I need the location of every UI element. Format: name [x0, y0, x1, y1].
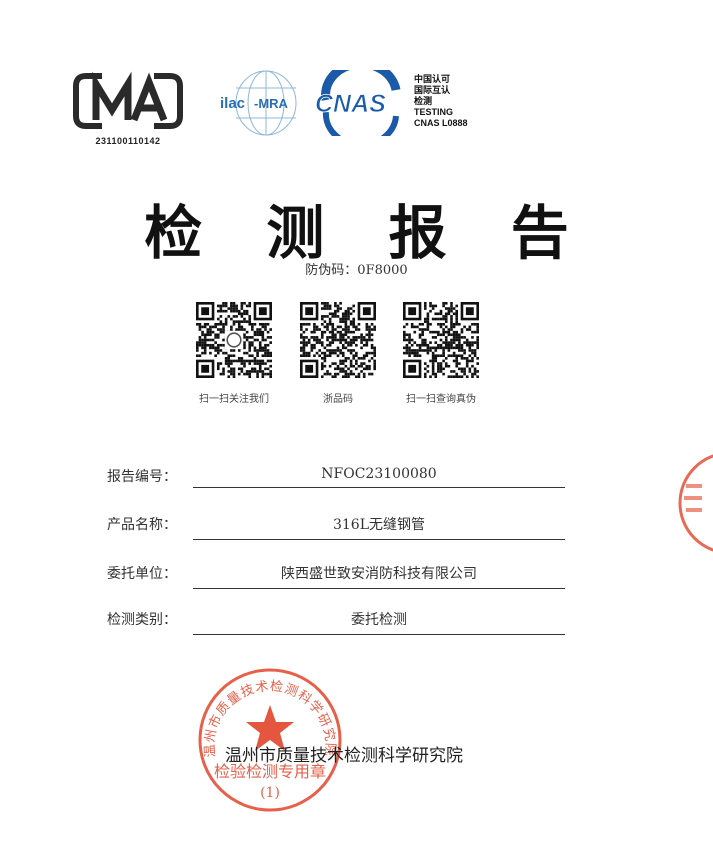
- cnas-text-line: 中国认可: [414, 74, 451, 84]
- qr-caption: 扫一扫关注我们: [199, 394, 269, 405]
- svg-text:-MRA: -MRA: [254, 96, 289, 111]
- test-type-label: 检测类别：: [107, 612, 177, 628]
- partial-seal-edge: [678, 454, 713, 552]
- client-label: 委托单位：: [107, 566, 177, 582]
- anti-fake-code: 防伪码：0F8000: [305, 263, 408, 278]
- report-number-label: 报告编号：: [107, 469, 177, 485]
- seal-bottom-text: 检验检测专用章: [214, 762, 326, 781]
- qr-code-icon: [300, 302, 376, 378]
- cnas-accreditation-text: 中国认可 国际互认 检测 TESTING CNAS L0888: [414, 74, 494, 129]
- report-title: 检 测 报 告: [144, 199, 591, 267]
- qr-caption: 扫一扫查询真伪: [406, 394, 476, 405]
- client-value: 陕西盛世致安消防科技有限公司: [193, 563, 565, 589]
- test-type-value: 委托检测: [193, 609, 565, 635]
- product-name-label: 产品名称：: [107, 517, 177, 533]
- qr-code-icon: [196, 302, 272, 378]
- svg-text:CNAS: CNAS: [315, 90, 386, 118]
- svg-text:ilac: ilac: [220, 95, 245, 112]
- cma-number: 231100110142: [95, 136, 161, 146]
- cnas-text-line: 国际互认: [414, 85, 451, 95]
- qr-code-zhejiang-product[interactable]: [300, 302, 376, 378]
- cnas-text-line: 检测: [414, 96, 433, 106]
- seal-number: (1): [260, 785, 280, 801]
- official-seal: 温州市质量技术检测科学研究院 检验检测专用章 (1): [198, 668, 342, 812]
- cnas-text-line: CNAS L0888: [414, 118, 468, 128]
- cma-logo: [73, 71, 183, 129]
- qr-caption: 浙品码: [323, 394, 353, 405]
- qr-code-icon: [403, 302, 479, 378]
- cnas-logo: CNAS: [315, 70, 401, 136]
- cnas-text-line: TESTING: [414, 107, 454, 117]
- report-number-value: NFOC23100080: [193, 466, 565, 488]
- organization-name: 温州市质量技术检测科学研究院: [225, 746, 463, 766]
- ilac-mra-logo: ilac -MRA: [220, 70, 297, 136]
- qr-code-verify[interactable]: [403, 302, 479, 378]
- qr-code-follow-us[interactable]: [196, 302, 272, 378]
- product-name-value: 316L无缝钢管: [193, 514, 565, 540]
